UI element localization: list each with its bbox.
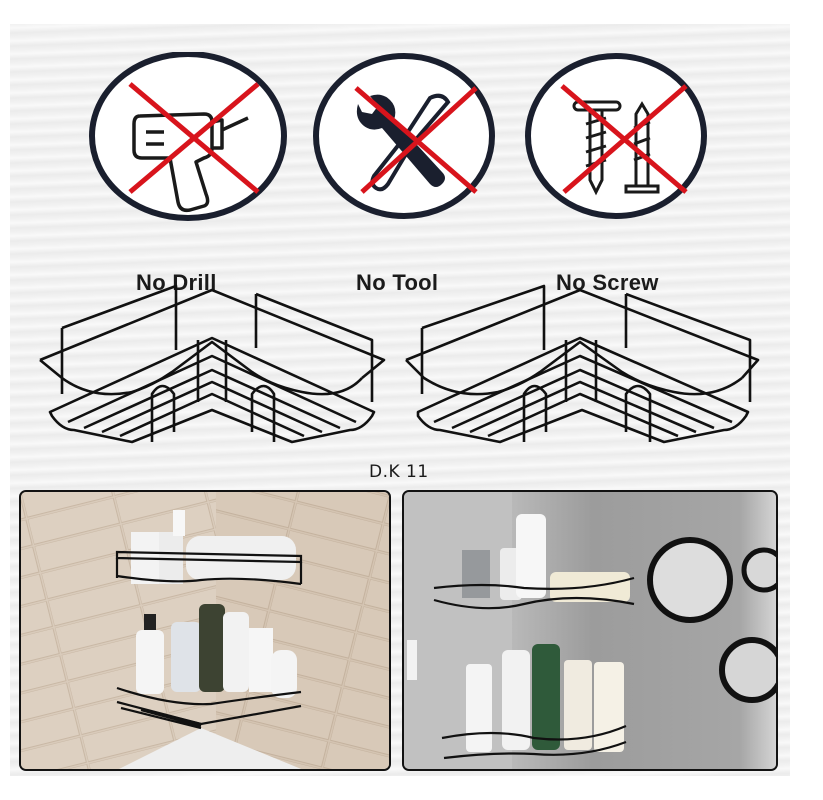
lifestyle-photo-grey-wall — [402, 490, 778, 771]
bathroom-scene-illustration — [21, 492, 389, 769]
drill-crossed-icon — [89, 52, 287, 221]
wrench-screwdriver-crossed-icon — [313, 53, 495, 219]
model-number-label: D.K 11 — [369, 462, 429, 482]
feature-label: No Screw — [556, 270, 659, 295]
feature-no-screw: No Screw — [522, 52, 722, 295]
corner-shelf-product-image-left — [39, 284, 386, 444]
feature-no-tool: No Tool — [312, 52, 512, 295]
bathroom-scene-illustration — [404, 492, 776, 769]
lifestyle-photo-beige-tile — [19, 490, 391, 771]
corner-shelf-product-image-right — [405, 284, 760, 444]
feature-no-drill: No Drill — [88, 52, 288, 295]
screw-nail-crossed-icon — [525, 53, 707, 219]
feature-label: No Tool — [356, 270, 439, 295]
